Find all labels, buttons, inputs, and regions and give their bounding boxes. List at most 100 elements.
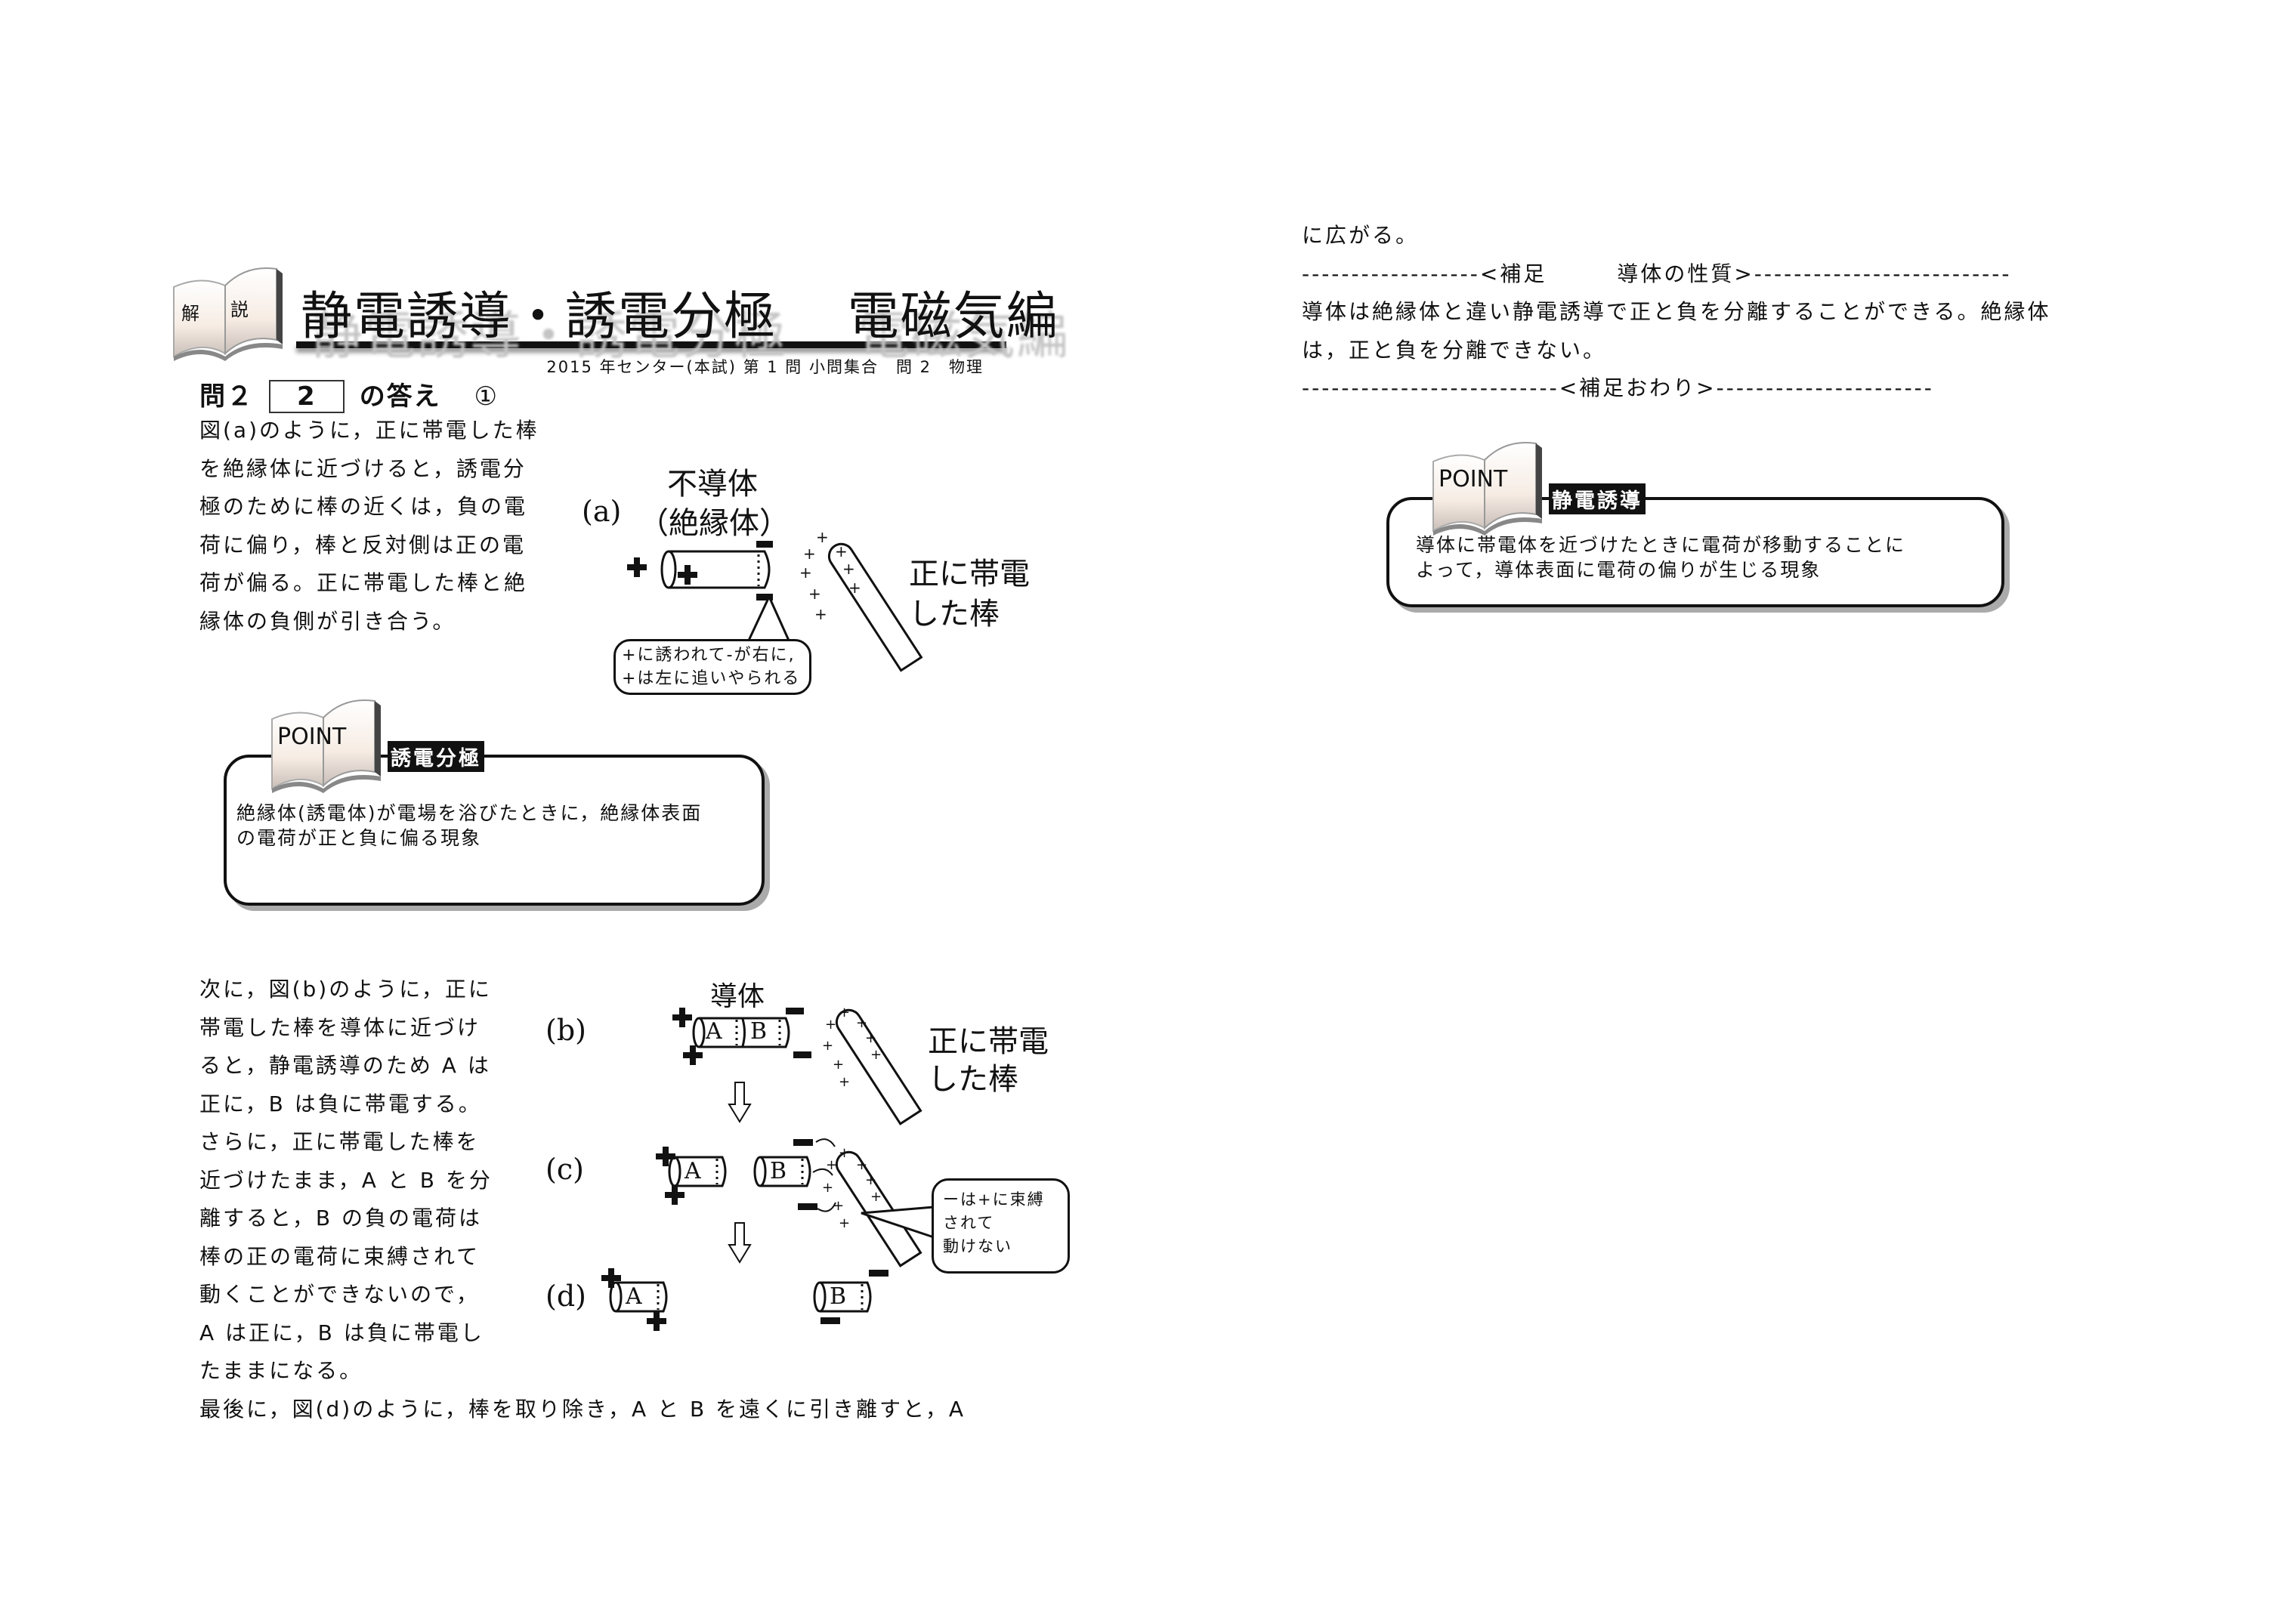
minus-sign bbox=[820, 1317, 840, 1324]
minus-sign bbox=[869, 1270, 888, 1277]
minus-sign bbox=[798, 1203, 817, 1210]
svg-text:+: + bbox=[825, 1017, 836, 1033]
callout-a: +に誘われて-が右に, +は左に追いやられる bbox=[613, 639, 811, 695]
rod-label-1: 正に帯電 bbox=[909, 557, 1030, 591]
plus-sign bbox=[665, 1185, 685, 1205]
text-line: A は正に，B は負に帯電し bbox=[199, 1320, 484, 1345]
header-badge-right: 説 bbox=[230, 299, 249, 320]
svg-text:+: + bbox=[839, 1074, 850, 1090]
plus-sign bbox=[683, 1045, 703, 1065]
charged-rod bbox=[835, 1008, 922, 1125]
callout-line: ーは+に束縛 bbox=[943, 1190, 1045, 1209]
rod-label-2: した棒 bbox=[928, 1062, 1018, 1097]
text-line: 導体は絶縁体と違い静電誘導で正と負を分離することができる。絶縁体 bbox=[1302, 299, 2051, 324]
minus-sign bbox=[756, 541, 773, 548]
point1-heading: 誘電分極 bbox=[388, 741, 484, 772]
text-line: 図(a)のように，正に帯電した棒 bbox=[199, 418, 539, 443]
svg-text:+: + bbox=[814, 605, 827, 623]
svg-text:+: + bbox=[826, 1157, 837, 1173]
text-line: 次に，図(b)のように，正に bbox=[199, 977, 492, 1002]
figure-c-label: (c) bbox=[545, 1153, 584, 1186]
title-rule bbox=[296, 341, 1006, 348]
minus-sign bbox=[793, 1139, 813, 1146]
text-line: よって，導体表面に電荷の偏りが生じる現象 bbox=[1416, 559, 1822, 581]
callout-c: ーは+に束縛 されて 動けない bbox=[932, 1178, 1070, 1274]
plus-sign bbox=[647, 1311, 666, 1331]
svg-text:+: + bbox=[833, 1198, 844, 1214]
part-a-label: A bbox=[626, 1283, 642, 1310]
point2-text: 導体に帯電体を近づけたときに電荷が移動することに よって，導体表面に電荷の偏りが… bbox=[1416, 533, 1905, 582]
answer-choice: ① bbox=[474, 381, 499, 412]
rod-plus-charges: +++ +++ ++ bbox=[822, 1145, 882, 1231]
svg-text:+: + bbox=[842, 560, 855, 578]
text-line: を絶縁体に近づけると，誘電分 bbox=[199, 455, 527, 481]
text-line: の電荷が正と負に偏る現象 bbox=[236, 827, 482, 849]
callout-line: されて bbox=[943, 1214, 995, 1232]
text-line: さらに，正に帯電した棒を bbox=[199, 1129, 480, 1154]
svg-text:+: + bbox=[822, 1038, 833, 1054]
text-line: 近づけたまま，A と B を分 bbox=[199, 1167, 493, 1193]
text-line: 極のために棒の近くは，負の電 bbox=[199, 494, 528, 519]
callout-line: +は左に追いやられる bbox=[622, 669, 801, 688]
text-line: 荷に偏り，棒と反対側は正の電 bbox=[199, 532, 527, 557]
page-title: 静電誘導・誘電分極 電磁気編 bbox=[301, 287, 1059, 347]
conductor-label: 導体 bbox=[710, 981, 765, 1012]
text-line: たままになる。 bbox=[199, 1358, 363, 1383]
svg-text:+: + bbox=[822, 1180, 833, 1196]
text-line: 動くことができないので， bbox=[199, 1282, 480, 1307]
minus-sign bbox=[793, 1051, 811, 1058]
point2-heading: 静電誘導 bbox=[1549, 483, 1646, 514]
plus-sign bbox=[601, 1268, 621, 1288]
part-b-label: B bbox=[830, 1283, 847, 1310]
point2-badge: POINT bbox=[1439, 466, 1508, 492]
svg-text:+: + bbox=[865, 1030, 876, 1046]
question-label: 問２ bbox=[199, 381, 254, 412]
rod-label-1: 正に帯電 bbox=[928, 1024, 1049, 1059]
text-line: 最後に，図(d)のように，棒を取り除き，A と B を遠くに引き離すと，A bbox=[199, 1396, 966, 1422]
plus-sign bbox=[627, 557, 647, 577]
text-line: 荷が偏る。正に帯電した棒と絶 bbox=[199, 570, 528, 595]
question-line: 問２ 2 の答え ① bbox=[199, 375, 499, 413]
charged-rod bbox=[827, 542, 923, 672]
svg-text:+: + bbox=[856, 1015, 867, 1031]
text-line: 正に，B は負に帯電する。 bbox=[199, 1091, 482, 1116]
rod-label-2: した棒 bbox=[909, 597, 1000, 631]
text-line: 離すると，B の負の電荷は bbox=[199, 1206, 482, 1230]
figure-b-label: (b) bbox=[545, 1014, 586, 1047]
svg-text:+: + bbox=[856, 1157, 867, 1173]
part-b-label: B bbox=[770, 1158, 787, 1184]
answer-box: 2 bbox=[268, 380, 345, 413]
figure-a-label: (a) bbox=[582, 495, 622, 528]
part-b-label: B bbox=[750, 1018, 768, 1045]
conductor-ab-cylinder bbox=[692, 1017, 790, 1048]
rod-plus-charges: +++ +++ ++ bbox=[822, 1005, 882, 1090]
insulator-label-1: 不導体 bbox=[667, 467, 758, 502]
minus-sign bbox=[756, 594, 773, 601]
callout-a-pointer bbox=[746, 594, 791, 643]
exam-subtitle: 2015 年センター(本試) 第 1 問 小問集合 問 2 物理 bbox=[546, 358, 984, 376]
svg-text:+: + bbox=[799, 563, 812, 582]
part-a-label: A bbox=[685, 1158, 701, 1184]
minus-sign bbox=[786, 1008, 804, 1014]
insulator-cylinder bbox=[660, 550, 771, 589]
plus-sign bbox=[672, 1008, 692, 1027]
figure-d-label: (d) bbox=[545, 1280, 586, 1313]
conductor-b-cylinder bbox=[813, 1281, 872, 1313]
svg-text:+: + bbox=[839, 1215, 850, 1231]
svg-text:+: + bbox=[833, 1057, 844, 1073]
conductor-a-cylinder bbox=[609, 1281, 668, 1313]
insulator-label-2: （絶縁体） bbox=[638, 506, 790, 541]
plus-sign bbox=[656, 1147, 675, 1166]
callout-line: 動けない bbox=[943, 1237, 1012, 1255]
right-column-text: に広がる。 ------------------<補足 導体の性質>------… bbox=[1302, 217, 2050, 408]
part-a-label: A bbox=[706, 1018, 722, 1045]
text-line: 棒の正の電荷に束縛されて bbox=[199, 1243, 481, 1269]
supplement-start: ------------------<補足 導体の性質>------------… bbox=[1302, 261, 2012, 286]
down-arrow-icon bbox=[728, 1082, 752, 1123]
text-line: 帯電した棒を導体に近づけ bbox=[199, 1014, 481, 1040]
text-line: 縁体の負側が引き合う。 bbox=[199, 608, 456, 634]
conductor-b-cylinder bbox=[753, 1156, 811, 1187]
svg-text:+: + bbox=[839, 1005, 850, 1020]
charged-rod bbox=[835, 1150, 922, 1267]
